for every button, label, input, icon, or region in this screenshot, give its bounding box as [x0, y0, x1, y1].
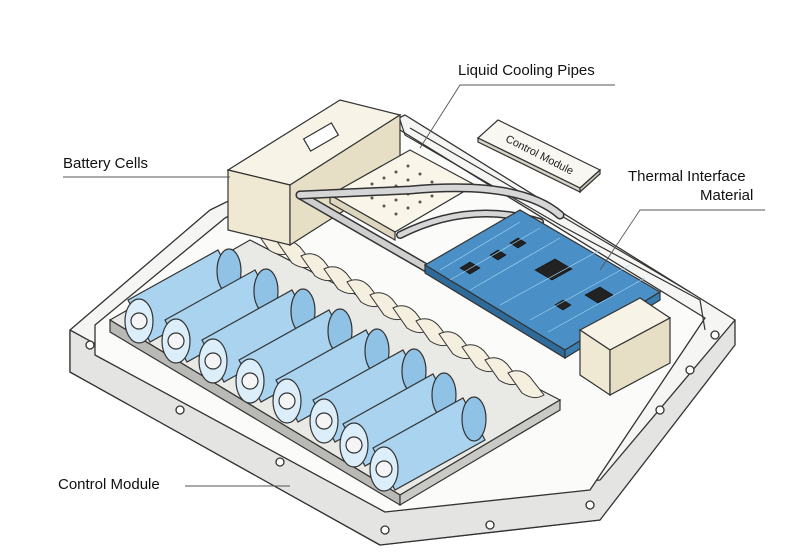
- battery-cells: [124, 248, 487, 492]
- battery-cell: [272, 328, 390, 424]
- housing-wall: [399, 119, 706, 331]
- control-module-label: Control Module: [58, 476, 160, 493]
- module-block-left: [226, 99, 402, 247]
- battery-cells-label: Battery Cells: [63, 155, 149, 172]
- leader-lines: [63, 84, 765, 487]
- module-block-right: [578, 297, 672, 397]
- thermal-interface-label-line2: Material: [700, 187, 754, 204]
- control-module-box: [476, 119, 602, 194]
- circuit-board: [423, 209, 662, 360]
- battery-cell: [309, 348, 427, 444]
- battery-cell: [161, 268, 279, 364]
- battery-cell: [124, 248, 242, 344]
- liquid-cooling-pipes-label: Liquid Cooling Pipes: [458, 62, 595, 79]
- wiring-harness: [254, 227, 545, 399]
- battery-cell: [369, 396, 487, 492]
- battery-cell: [339, 372, 457, 468]
- battery-cell: [198, 288, 316, 384]
- thermal-interface-label-line1: Thermal Interface: [628, 168, 746, 185]
